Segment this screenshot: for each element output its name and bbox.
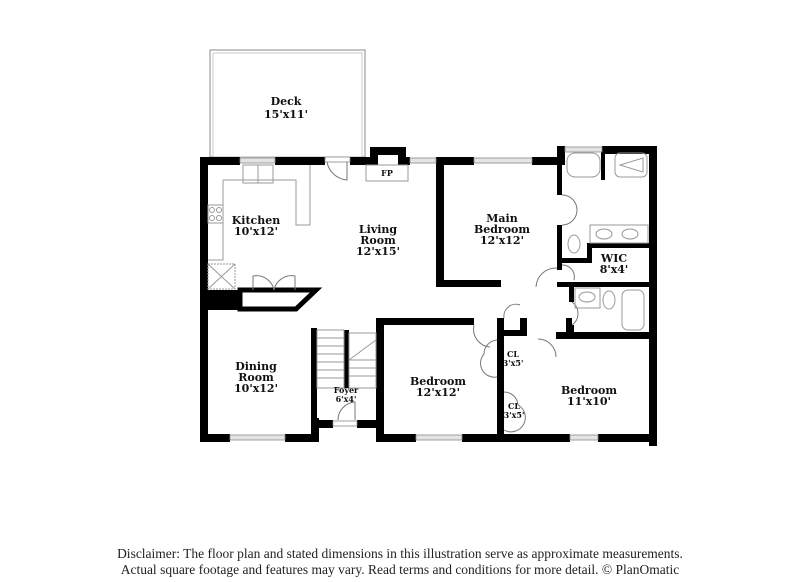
room-label-dining: Dining Room 10'x12' bbox=[234, 360, 278, 395]
svg-text:Room: Room bbox=[238, 371, 274, 384]
svg-text:15'x11': 15'x11' bbox=[264, 108, 308, 121]
svg-text:CL: CL bbox=[507, 349, 519, 359]
svg-text:CL: CL bbox=[508, 401, 520, 411]
svg-text:WIC: WIC bbox=[600, 252, 627, 265]
stairs bbox=[316, 329, 377, 389]
room-label-bedroom-2: Bedroom 11'x10' bbox=[561, 384, 617, 408]
svg-text:8'x4': 8'x4' bbox=[600, 263, 629, 276]
windows bbox=[229, 146, 603, 441]
svg-text:3'x5': 3'x5' bbox=[503, 358, 524, 368]
svg-text:Living: Living bbox=[359, 223, 397, 236]
kitchen-fixtures bbox=[207, 164, 311, 290]
room-label-fireplace: FP bbox=[381, 168, 393, 178]
room-label-living: Living Room 12'x15' bbox=[356, 223, 400, 258]
room-label-foyer: Foyer 6'x4' bbox=[334, 385, 359, 404]
room-label-bedroom-1: Bedroom 12'x12' bbox=[410, 375, 466, 399]
doors bbox=[252, 156, 579, 433]
svg-text:Dining: Dining bbox=[235, 360, 277, 373]
room-label-wic: WIC 8'x4' bbox=[600, 252, 629, 276]
fireplace bbox=[365, 164, 409, 182]
svg-text:12'x12': 12'x12' bbox=[480, 234, 524, 247]
svg-text:Room: Room bbox=[360, 234, 396, 247]
svg-text:10'x12': 10'x12' bbox=[234, 225, 278, 238]
room-label-closet-1: CL 3'x5' bbox=[503, 349, 524, 368]
svg-text:Bedroom: Bedroom bbox=[474, 223, 530, 236]
svg-text:12'x15': 12'x15' bbox=[356, 245, 400, 258]
room-label-closet-2: CL 3'x5' bbox=[504, 401, 525, 420]
svg-text:Kitchen: Kitchen bbox=[232, 214, 281, 227]
room-label-kitchen: Kitchen 10'x12' bbox=[232, 214, 281, 238]
disclaimer-line-2: Actual square footage and features may v… bbox=[120, 562, 680, 577]
svg-text:Main: Main bbox=[486, 212, 517, 225]
svg-text:Deck: Deck bbox=[271, 95, 302, 108]
svg-text:3'x5': 3'x5' bbox=[504, 410, 525, 420]
svg-text:Foyer: Foyer bbox=[334, 385, 359, 395]
svg-text:Bedroom: Bedroom bbox=[410, 375, 466, 388]
svg-text:FP: FP bbox=[381, 168, 393, 178]
svg-text:Bedroom: Bedroom bbox=[561, 384, 617, 397]
disclaimer-line-1: Disclaimer: The floor plan and stated di… bbox=[117, 546, 683, 561]
svg-text:11'x10': 11'x10' bbox=[567, 395, 611, 408]
walls bbox=[200, 146, 657, 446]
main-bath-fixtures bbox=[566, 152, 649, 254]
svg-text:6'x4': 6'x4' bbox=[336, 394, 357, 404]
hall-bath-fixtures bbox=[574, 287, 645, 331]
room-label-main-bedroom: Main Bedroom 12'x12' bbox=[474, 212, 530, 247]
svg-text:10'x12': 10'x12' bbox=[234, 382, 278, 395]
room-label-deck: Deck 15'x11' bbox=[264, 95, 308, 121]
svg-text:12'x12': 12'x12' bbox=[416, 386, 460, 399]
